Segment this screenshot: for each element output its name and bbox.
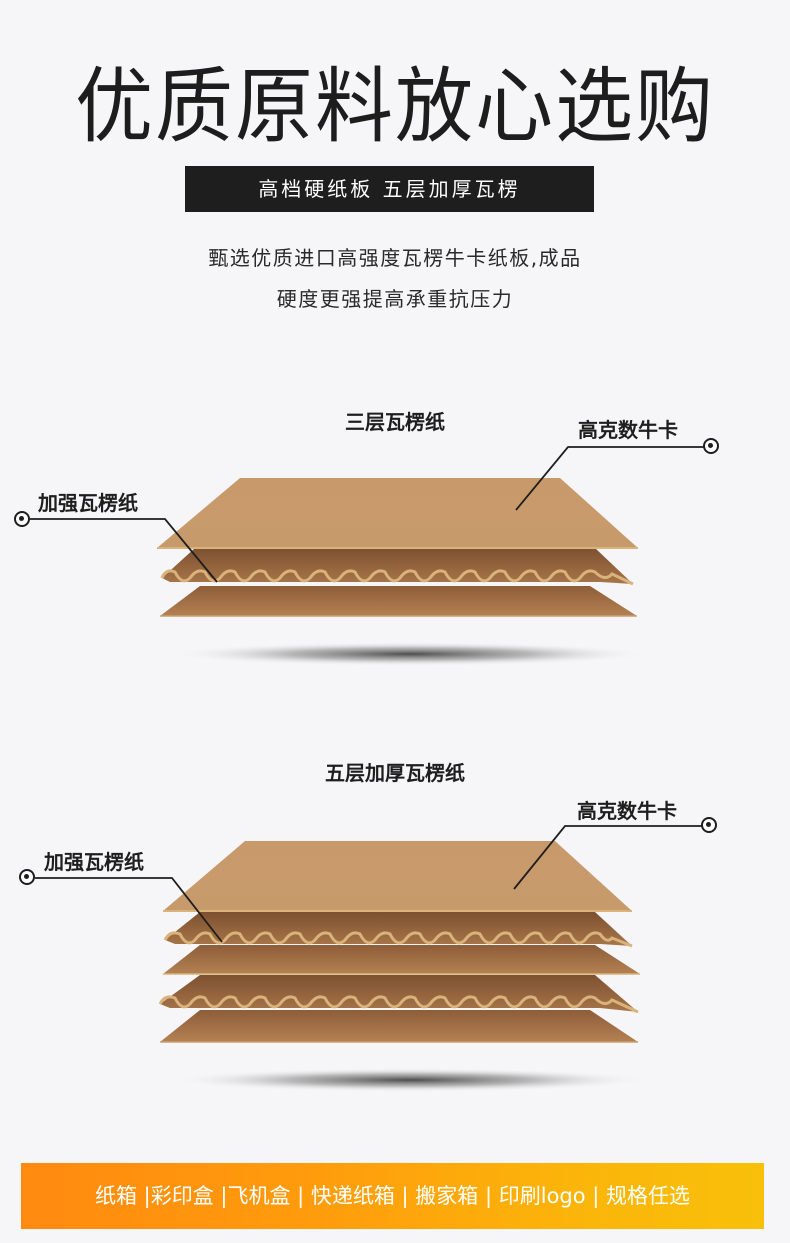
callout-dot-icon	[14, 511, 30, 527]
top-liner	[163, 841, 632, 911]
description-line-2: 硬度更强提高承重抗压力	[276, 287, 514, 311]
callout-line-right	[515, 446, 704, 511]
callout-label-kraft-liner: 高克数牛卡	[578, 418, 678, 442]
callout-line-right	[513, 825, 706, 890]
board-shadow	[170, 1068, 650, 1092]
page-title: 优质原料放心选购	[74, 59, 715, 155]
diagram-three-layer-title: 三层瓦楞纸	[345, 410, 445, 434]
board-shadow	[170, 642, 650, 666]
callout-dot-icon	[701, 817, 717, 833]
flute-wave-upper	[163, 931, 633, 948]
three-layer-board-illustration	[30, 446, 704, 666]
five-layer-board-illustration	[35, 825, 706, 1092]
top-liner	[157, 478, 638, 548]
corrugated-flute	[162, 548, 633, 584]
flute-wave	[160, 569, 634, 586]
flute-wave-lower	[158, 995, 639, 1014]
corrugated-flute-upper	[165, 912, 632, 946]
callout-label-reinforced-flute: 加强瓦楞纸	[38, 491, 138, 515]
diagram-five-layer-title: 五层加厚瓦楞纸	[325, 761, 465, 785]
callout-line-left	[35, 877, 223, 943]
callout-label-reinforced-flute: 加强瓦楞纸	[44, 850, 144, 874]
product-types-banner: 纸箱 |彩印盒 |飞机盒 | 快递纸箱 | 搬家箱 | 印刷logo | 规格任…	[21, 1163, 764, 1229]
bottom-liner	[160, 1010, 638, 1042]
callout-line-left	[30, 518, 218, 583]
feature-badge: 高档硬纸板 五层加厚瓦楞	[185, 166, 594, 212]
callout-dot-icon	[19, 869, 35, 885]
middle-liner	[163, 945, 640, 974]
description-line-1: 甄选优质进口高强度瓦楞牛卡纸板,成品	[208, 246, 582, 270]
bottom-liner	[160, 586, 637, 616]
callout-label-kraft-liner: 高克数牛卡	[577, 799, 677, 823]
callout-dot-icon	[703, 438, 719, 454]
